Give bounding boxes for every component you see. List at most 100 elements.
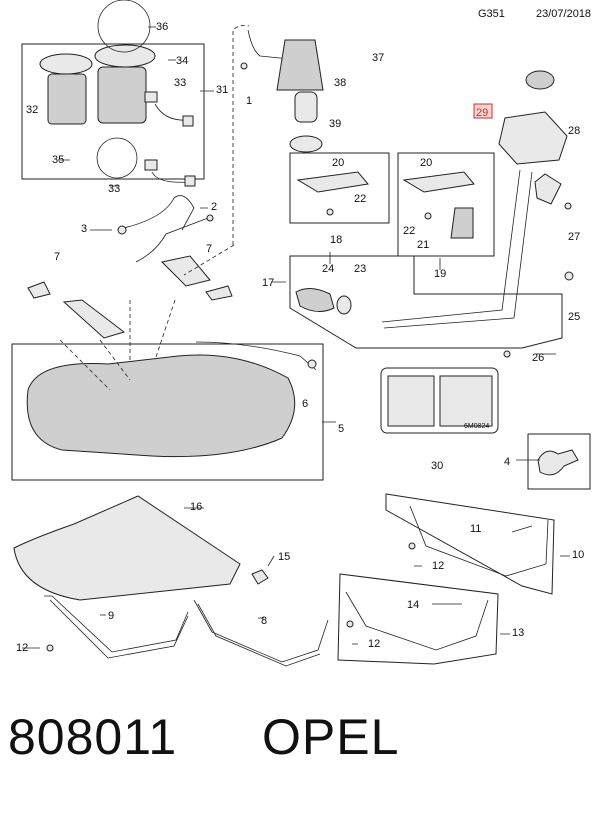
shield-7d <box>205 285 233 301</box>
callout-2: 2 <box>211 201 217 213</box>
footer-brand: OPEL <box>262 709 400 765</box>
inset-panel-left <box>387 375 435 427</box>
inset-code: 6M0824 <box>464 423 489 430</box>
footer-part-number: 808011 <box>8 709 178 765</box>
bolt-12a <box>46 644 54 652</box>
plug-33a <box>182 115 194 127</box>
callout-39: 39 <box>329 118 341 130</box>
filler-hose-group <box>289 255 563 349</box>
clamp-23 <box>336 295 352 315</box>
callout-16: 16 <box>190 501 202 513</box>
strap-11 <box>409 505 549 577</box>
bracket-20-a <box>296 171 369 193</box>
clamp-25 <box>564 271 574 281</box>
bolt-12c <box>346 620 354 628</box>
line-3 <box>123 195 195 231</box>
heat-shields <box>27 255 233 339</box>
callout-22b: 22 <box>403 225 415 237</box>
clip-1 <box>240 62 248 70</box>
callout-32: 32 <box>26 104 38 116</box>
clip-15 <box>251 569 269 585</box>
callout-19: 19 <box>434 268 446 280</box>
canister-38 <box>294 91 318 123</box>
callout-13: 13 <box>512 627 524 639</box>
shield-7a <box>27 281 51 299</box>
callout-1: 1 <box>246 95 252 107</box>
fuel-pump-group <box>21 0 205 187</box>
callout-6: 6 <box>302 398 308 410</box>
callout-14: 14 <box>407 599 419 611</box>
leader-lines <box>22 26 570 649</box>
pump-body-left <box>47 73 87 125</box>
callout-30: 30 <box>431 460 443 472</box>
callout-4: 4 <box>504 456 510 468</box>
callout-29: 29 <box>476 107 488 119</box>
tank-box <box>11 343 324 481</box>
callout-9: 9 <box>108 610 114 622</box>
inset-4-box <box>527 433 591 490</box>
wire-33b <box>151 171 189 183</box>
clip-4 <box>537 449 579 476</box>
connector-6 <box>307 359 317 369</box>
tank-leaders <box>59 244 235 391</box>
connector-2 <box>206 214 214 222</box>
screw-27 <box>564 202 572 210</box>
clip-inset <box>527 433 591 490</box>
box-17 <box>289 255 563 349</box>
callout-3: 3 <box>81 223 87 235</box>
bolt-26 <box>503 350 511 358</box>
callout-5: 5 <box>338 423 344 435</box>
vent-valve-group <box>232 25 324 245</box>
strap-8-lower <box>197 603 321 667</box>
callout-8: 8 <box>261 615 267 627</box>
callout-7a: 7 <box>54 251 60 263</box>
filler-cap-group <box>381 70 574 358</box>
callout-37: 37 <box>372 52 384 64</box>
inset-30-box <box>380 367 499 434</box>
callout-33a: 33 <box>174 77 186 89</box>
o-ring-35 <box>96 137 138 179</box>
fuel-tank-group <box>11 244 324 481</box>
callout-24: 24 <box>322 263 334 275</box>
callout-20b: 20 <box>420 157 432 169</box>
pump-flange-right <box>94 44 156 68</box>
callout-28: 28 <box>568 125 580 137</box>
straps-front <box>44 595 329 667</box>
pump-flange-left <box>39 53 93 75</box>
shield-16 <box>13 495 241 601</box>
callout-20a: 20 <box>332 157 344 169</box>
callout-21: 21 <box>417 239 429 251</box>
callout-34: 34 <box>176 55 188 67</box>
callout-31: 31 <box>216 84 228 96</box>
box-13 <box>337 573 499 665</box>
filler-pipe-outline-1 <box>381 169 521 323</box>
box-19 <box>397 152 495 257</box>
highlight-29 <box>473 103 493 119</box>
fuel-lines <box>117 195 214 263</box>
callout-25: 25 <box>568 311 580 323</box>
shield-7b <box>62 299 126 339</box>
callout-36: 36 <box>156 21 168 33</box>
callout-12c: 12 <box>368 638 380 650</box>
shield-21 <box>450 207 474 239</box>
callout-23: 23 <box>354 263 366 275</box>
bolt-22-a <box>326 208 334 216</box>
straps-rear <box>337 493 555 665</box>
bolt-22-b <box>424 212 432 220</box>
dashed-leader-1 <box>232 25 250 245</box>
vent-line-6 <box>195 341 317 371</box>
ring-36 <box>97 0 151 53</box>
strap-14 <box>345 591 489 651</box>
callout-7b: 7 <box>206 243 212 255</box>
callout-33b: 33 <box>108 183 120 195</box>
bracket-boxes <box>289 152 495 257</box>
callout-15: 15 <box>278 551 290 563</box>
fuel-tank-5 <box>26 354 296 458</box>
underbody-shield <box>13 495 269 601</box>
box-10 <box>385 493 555 595</box>
filler-pipe-outline-2 <box>383 171 533 329</box>
filler-flange <box>534 173 562 205</box>
shield-7c <box>160 255 211 287</box>
callout-26: 26 <box>532 352 544 364</box>
callout-18: 18 <box>330 234 342 246</box>
